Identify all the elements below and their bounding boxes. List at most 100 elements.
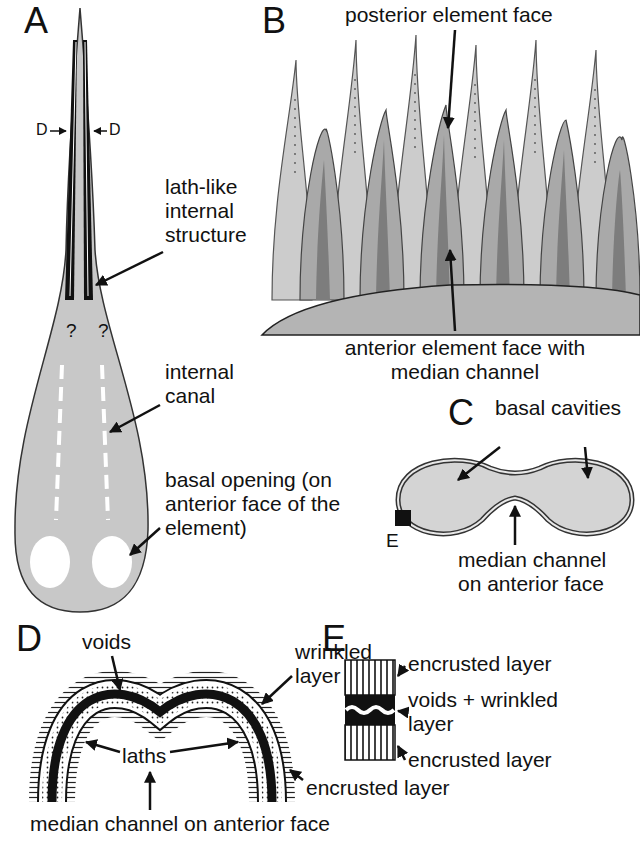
wrinkled-layer	[345, 695, 395, 725]
encrusted-layer	[52, 694, 272, 802]
anterior-element	[596, 137, 640, 300]
face-stipple	[414, 146, 416, 148]
detail-marker-label: E	[386, 530, 399, 552]
face-stipple	[354, 79, 356, 81]
median-channel	[376, 140, 390, 300]
anterior-element	[480, 110, 524, 300]
face-stipple	[594, 161, 596, 163]
internal-canal	[56, 365, 62, 520]
part-label: median channel on anterior face	[30, 812, 330, 836]
face-stipple	[414, 92, 416, 94]
panel-letter: C	[448, 392, 474, 433]
leader-arrow	[514, 506, 517, 545]
anterior-element	[420, 105, 464, 300]
face-stipple	[414, 74, 416, 76]
face-stipple	[414, 128, 416, 130]
part-label: basal opening (on anterior face of the e…	[165, 468, 370, 540]
leader-arrow	[290, 770, 303, 780]
face-stipple	[534, 124, 536, 126]
face-stipple	[354, 142, 356, 144]
face-stipple	[474, 102, 476, 104]
median-channel	[612, 170, 626, 300]
part-label: encrusted layer	[306, 776, 450, 800]
face-stipple	[414, 110, 416, 112]
leader-arrow	[398, 711, 405, 712]
leader-arrow	[585, 447, 588, 478]
face-stipple	[294, 153, 296, 155]
panel-letter: B	[262, 0, 286, 41]
leader-arrow	[110, 405, 160, 432]
face-stipple	[414, 137, 416, 139]
face-stipple	[534, 97, 536, 99]
basal-section	[395, 460, 632, 534]
leader-arrow	[458, 447, 500, 480]
laths	[52, 694, 272, 802]
part-label: lath-like internal structure	[165, 175, 290, 247]
face-stipple	[294, 117, 296, 119]
face-stipple	[474, 84, 476, 86]
encrusted-layer	[345, 660, 395, 695]
face-stipple	[594, 98, 596, 100]
face-stipple	[354, 97, 356, 99]
leader-arrow	[130, 528, 160, 555]
face-stipple	[534, 106, 536, 108]
lath	[65, 40, 77, 300]
lath	[83, 40, 93, 300]
leader-arrow	[149, 772, 152, 810]
face-stipple	[474, 147, 476, 149]
leader-arrow	[398, 746, 405, 760]
median-channel	[436, 135, 450, 300]
lath-highlight	[85, 42, 88, 296]
face-stipple	[294, 171, 296, 173]
part-label: anterior element face with median channe…	[315, 336, 615, 384]
face-stipple	[294, 135, 296, 137]
face-stipple	[354, 133, 356, 135]
face-stipple	[594, 134, 596, 136]
encrusted-layer	[345, 725, 395, 760]
median-channel	[496, 140, 510, 300]
anterior-element	[300, 129, 344, 300]
section-cut	[20, 802, 310, 806]
element-a	[15, 8, 148, 612]
part-label: basal cavities	[495, 396, 625, 420]
internal-canal	[102, 365, 108, 520]
leader-arrow	[96, 252, 163, 285]
face-stipple	[534, 151, 536, 153]
leader-arrow	[262, 676, 292, 704]
face-stipple	[294, 144, 296, 146]
face-stipple	[534, 133, 536, 135]
part-label: median channel on anterior face	[458, 548, 633, 596]
face-stipple	[534, 115, 536, 117]
uncertain-mark: ?	[66, 320, 77, 342]
panel-letter: D	[16, 618, 42, 659]
face-stipple	[294, 162, 296, 164]
face-stipple	[534, 79, 536, 81]
voids	[346, 707, 394, 713]
uncertain-mark: ?	[98, 320, 109, 342]
detail-marker	[395, 510, 411, 526]
leader-arrow	[112, 656, 120, 690]
wrinkled-layer	[52, 694, 272, 802]
leader-arrow	[448, 30, 455, 128]
part-label: internal canal	[165, 360, 275, 408]
element-cluster	[272, 35, 640, 300]
median-channel	[556, 150, 570, 300]
leader-arrow	[450, 250, 455, 331]
face-stipple	[294, 108, 296, 110]
section-arrow	[50, 130, 66, 132]
face-stipple	[594, 143, 596, 145]
part-label: laths	[122, 744, 166, 768]
face-stipple	[534, 88, 536, 90]
face-stipple	[354, 151, 356, 153]
face-stipple	[354, 88, 356, 90]
section-marker: D	[109, 121, 121, 139]
face-stipple	[354, 124, 356, 126]
face-stipple	[594, 116, 596, 118]
face-stipple	[474, 156, 476, 158]
panel-letter: A	[24, 0, 48, 41]
layer-detail	[345, 660, 395, 760]
leader-arrow	[398, 666, 405, 676]
part-label: voids	[82, 630, 131, 654]
